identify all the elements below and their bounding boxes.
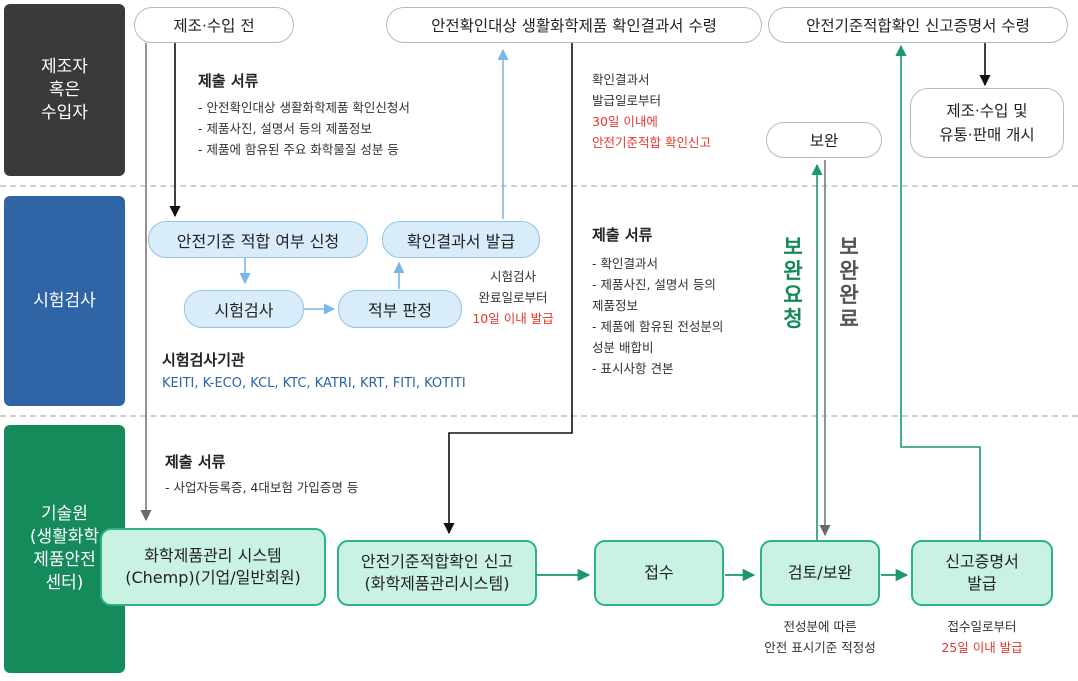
node-judge: 적부 판정 [338,290,462,328]
node-issue-result: 확인결과서 발급 [382,221,540,258]
docs1-items: - 안전확인대상 생활화학제품 확인신청서 - 제품사진, 설명서 등의 제품정… [198,100,410,157]
deadline2-red: 10일 이내 발급 [472,311,554,326]
node-testing: 시험검사 [184,290,304,328]
lane-testing: 시험검사 [4,196,125,406]
deadline2-text: 시험검사 완료일로부터 [478,269,548,305]
docs1-title: 제출 서류 [198,72,259,90]
node-issue-certificate: 신고증명서 발급 [911,540,1053,606]
docs2-title: 제출 서류 [592,226,653,244]
agencies-list: KEITI, K-ECO, KCL, KTC, KATRI, KRT, FITI… [162,376,466,391]
node-chemp-system: 화학제품관리 시스템 (Chemp)(기업/일반회원) [100,528,326,606]
deadline1-text: 확인결과서 발급일로부터 [592,72,662,108]
node-safety-report: 안전기준적합확인 신고 (화학제품관리시스템) [337,540,537,606]
node-start-sale: 제조·수입 및 유통·판매 개시 [910,88,1064,158]
node-apply: 안전기준 적합 여부 신청 [148,221,368,258]
docs2-items: - 확인결과서 - 제품사진, 설명서 등의 제품정보 - 제품에 함유된 전성… [592,256,724,376]
deadline3-red: 25일 이내 발급 [941,640,1023,655]
review-note: 전성분에 따른 안전 표시기준 적정성 [764,619,876,655]
docs3-items: - 사업자등록증, 4대보험 가입증명 등 [165,480,359,495]
label-supplement-request: 보완요청 [783,235,803,331]
deadline3-text: 접수일로부터 [947,619,1017,634]
node-receive-result: 안전확인대상 생활화학제품 확인결과서 수령 [386,7,762,43]
arrow-cert-to-certificate [895,44,981,542]
lane-kei: 기술원 (생활화학 제품안전 센터) [4,425,125,673]
node-supplement: 보완 [766,122,882,158]
docs3-title: 제출 서류 [165,453,226,471]
node-before-manufacture: 제조·수입 전 [134,7,294,43]
node-review: 검토/보완 [760,540,880,606]
deadline1-red: 30일 이내에 안전기준적합 확인신고 [592,114,711,150]
arrow-receipt-to-report [443,42,573,535]
label-supplement-done: 보완완료 [839,235,859,331]
lane-divider [0,185,1078,187]
lane-divider [0,415,1078,417]
node-accept: 접수 [594,540,724,606]
agencies-title: 시험검사기관 [162,351,245,369]
node-receive-certificate: 안전기준적합확인 신고증명서 수령 [768,7,1068,43]
lane-manufacturer: 제조자 혹은 수입자 [4,4,125,176]
